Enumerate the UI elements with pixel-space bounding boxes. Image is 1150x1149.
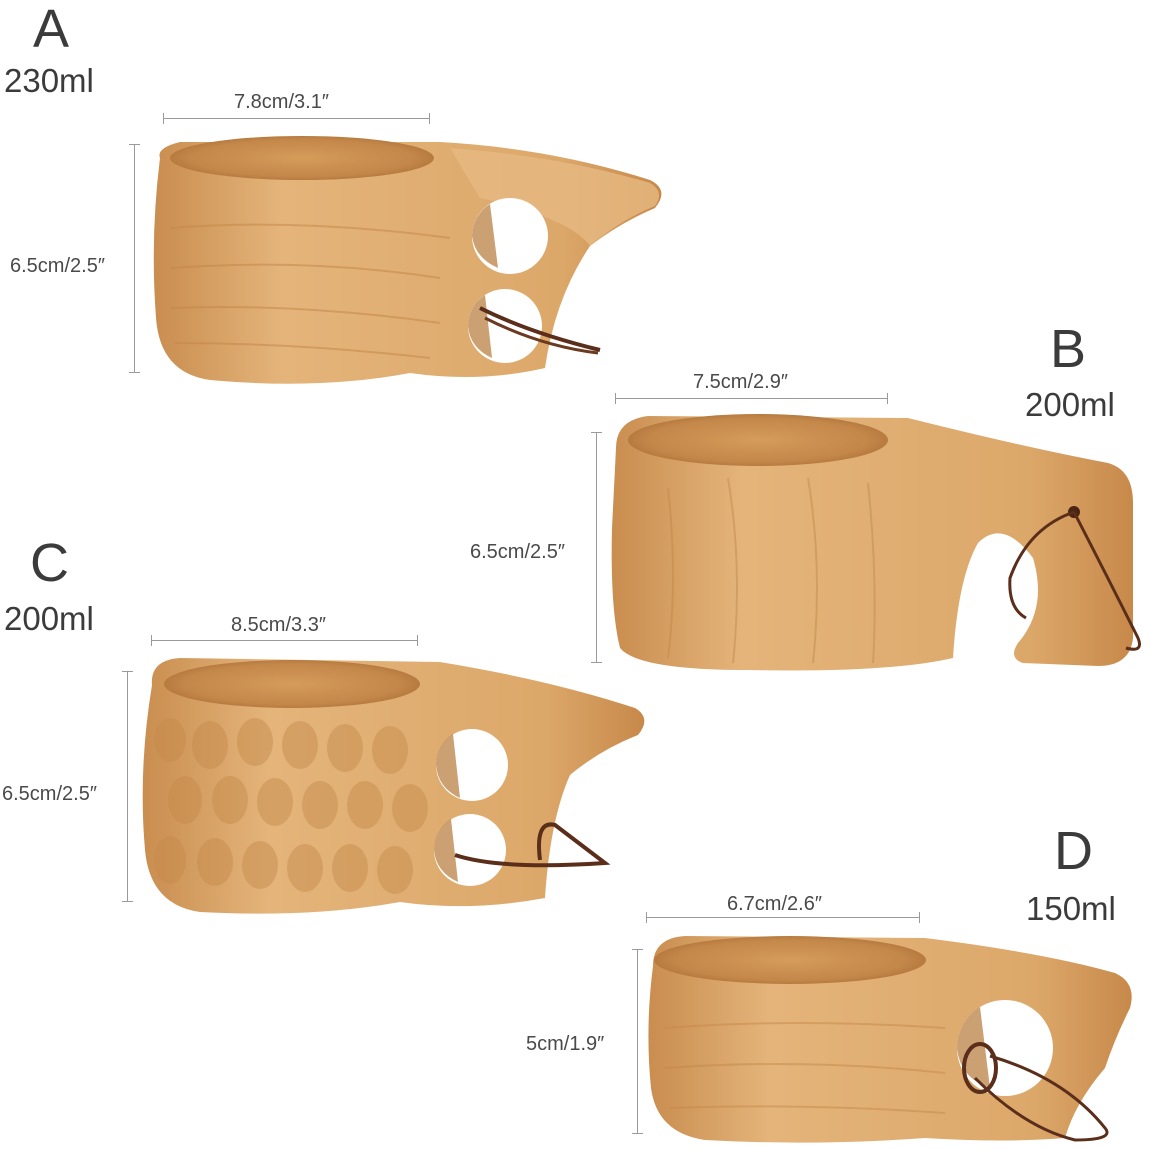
- product-letter-b: B: [1050, 319, 1087, 379]
- kuksa-cup-c-icon: [142, 658, 645, 914]
- product-letter-d: D: [1054, 821, 1093, 881]
- width-line-a: [163, 113, 430, 124]
- height-line-d: [632, 949, 643, 1134]
- height-line-b: [591, 432, 602, 663]
- height-line-a: [129, 144, 140, 373]
- kuksa-cup-d-icon: [648, 936, 1132, 1143]
- width-line-d: [646, 912, 920, 923]
- height-label-c: 6.5cm/2.5″: [2, 783, 97, 805]
- height-label-b: 6.5cm/2.5″: [470, 541, 565, 563]
- width-line-b: [615, 393, 888, 404]
- width-line-c: [151, 635, 418, 646]
- capacity-b: 200ml: [1025, 386, 1115, 423]
- product-letter-c: C: [30, 533, 69, 593]
- height-label-a: 6.5cm/2.5″: [10, 255, 105, 277]
- capacity-a: 230ml: [4, 62, 94, 99]
- width-label-d: 6.7cm/2.6″: [727, 893, 822, 915]
- width-label-a: 7.8cm/3.1″: [234, 91, 329, 113]
- height-label-d: 5cm/1.9″: [526, 1033, 605, 1055]
- width-label-b: 7.5cm/2.9″: [693, 371, 788, 393]
- product-letter-a: A: [33, 0, 70, 59]
- width-label-c: 8.5cm/3.3″: [231, 614, 326, 636]
- kuksa-cup-b-icon: [611, 414, 1141, 671]
- height-line-c: [122, 671, 133, 902]
- kuksa-cup-a-icon: [153, 136, 662, 384]
- capacity-c: 200ml: [4, 600, 94, 637]
- capacity-d: 150ml: [1026, 890, 1116, 927]
